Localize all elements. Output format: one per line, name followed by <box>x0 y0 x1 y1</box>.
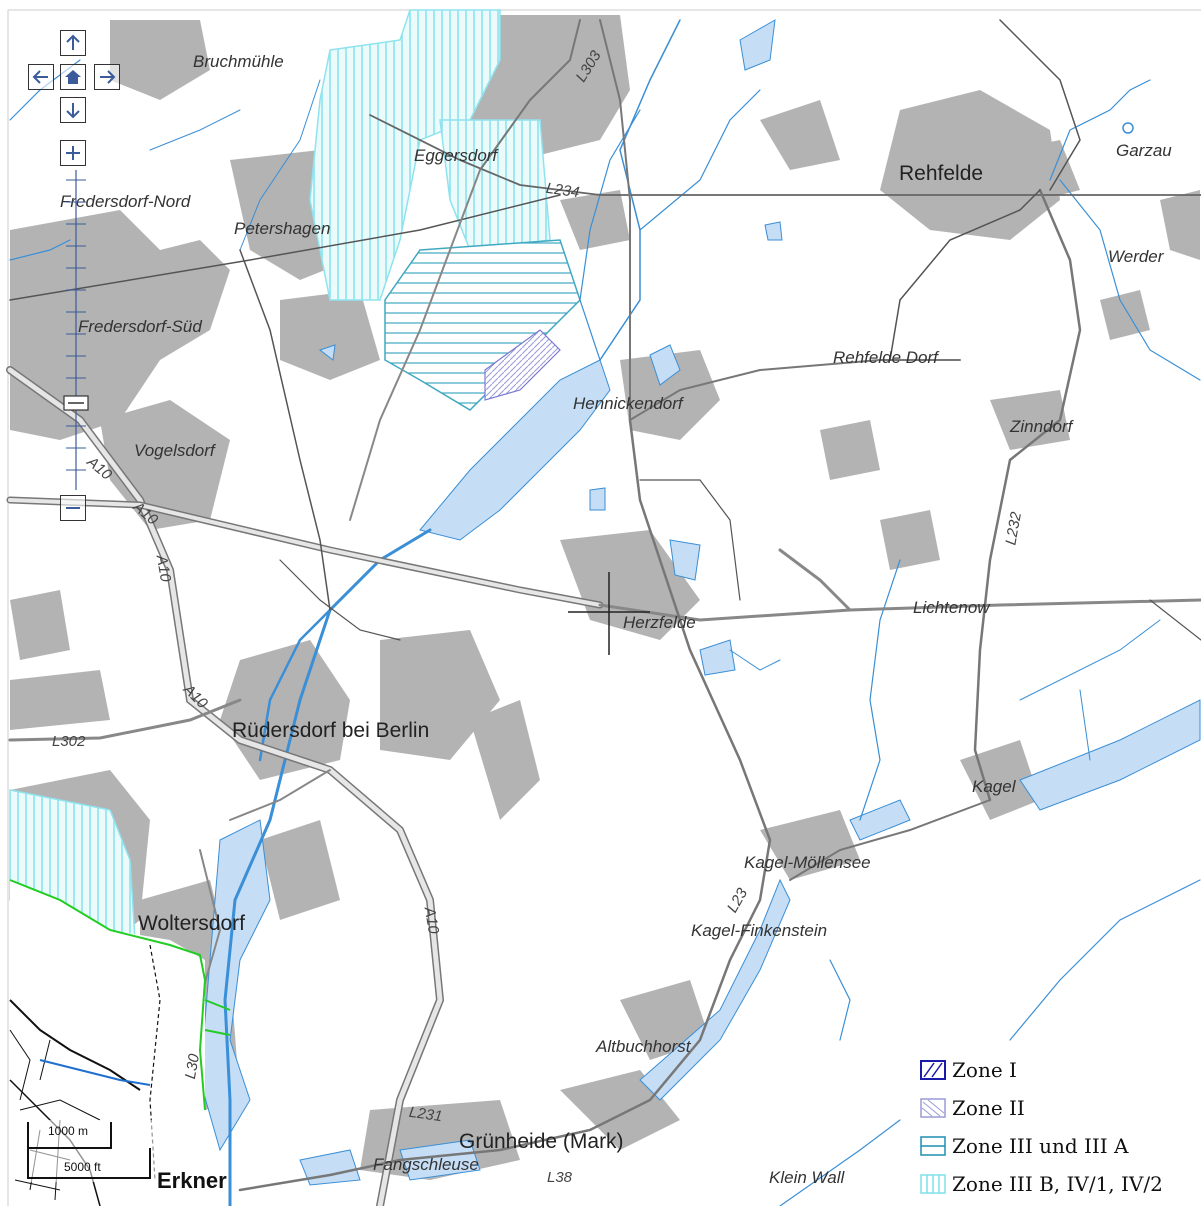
pan-right-button[interactable] <box>94 64 120 90</box>
legend-item-zone-3b: Zone III B, IV/1, IV/2 <box>920 1172 1163 1196</box>
pan-left-button[interactable] <box>28 64 54 90</box>
scale-bar: 1000 m 5000 ft <box>26 1120 156 1187</box>
zoom-in-button[interactable] <box>60 140 86 166</box>
legend: Zone I Zone II Zone III und III A Zone I… <box>917 1053 1201 1206</box>
zoom-out-button[interactable] <box>60 495 86 521</box>
home-icon <box>65 70 81 84</box>
place-label-werder: Werder <box>1108 247 1164 266</box>
pan-up-button[interactable] <box>60 30 86 56</box>
legend-item-zone-3: Zone III und III A <box>920 1134 1129 1158</box>
scale-metric-label: 1000 m <box>48 1124 89 1138</box>
arrow-down-icon <box>66 103 80 119</box>
plus-icon <box>66 146 80 160</box>
legend-item-zone-2: Zone II <box>920 1096 1025 1120</box>
legend-label-zone-3: Zone III und III A <box>952 1134 1129 1158</box>
scale-bar-graphic <box>26 1120 156 1182</box>
place-label-erkner: Erkner <box>157 1168 227 1193</box>
place-label-kagel-moellensee: Kagel-Möllensee <box>744 853 871 872</box>
place-label-fredersdorf-nord: Fredersdorf-Nord <box>60 192 191 211</box>
place-label-klein-wall: Klein Wall <box>769 1168 845 1187</box>
legend-label-zone-2: Zone II <box>952 1096 1025 1120</box>
place-label-zinndorf: Zinndorf <box>1010 417 1073 436</box>
place-label-fangschleuse: Fangschleuse <box>373 1155 479 1174</box>
map-crosshair <box>568 572 650 655</box>
pan-down-button[interactable] <box>60 97 86 123</box>
place-label-kagel: Kagel <box>972 777 1016 796</box>
place-label-ruedersdorf: Rüdersdorf bei Berlin <box>232 719 430 742</box>
place-label-gruenheide: Grünheide (Mark) <box>459 1130 624 1153</box>
place-label-hennickendorf: Hennickendorf <box>573 394 683 413</box>
place-label-altbuchhorst: Altbuchhorst <box>596 1037 691 1056</box>
road-label-l302: L302 <box>52 733 86 750</box>
place-label-herzfelde: Herzfelde <box>623 613 696 632</box>
place-label-fredersdorf-sued: Fredersdorf-Süd <box>78 317 202 336</box>
garzau-symbol-icon <box>1122 122 1134 134</box>
legend-label-zone-3b: Zone III B, IV/1, IV/2 <box>952 1172 1163 1196</box>
place-label-petershagen: Petershagen <box>234 219 331 238</box>
scale-imperial-label: 5000 ft <box>64 1160 101 1174</box>
place-label-woltersdorf: Woltersdorf <box>138 912 245 935</box>
place-label-bruchmuehle: Bruchmühle <box>193 52 284 71</box>
legend-swatch-zone-2 <box>920 1098 946 1118</box>
minus-icon <box>66 507 80 509</box>
legend-swatch-zone-3b <box>920 1174 946 1194</box>
arrow-left-icon <box>32 70 48 84</box>
place-label-vogelsdorf: Vogelsdorf <box>134 441 215 460</box>
arrow-up-icon <box>66 34 80 50</box>
legend-item-zone-1: Zone I <box>920 1058 1017 1082</box>
legend-label-zone-1: Zone I <box>952 1058 1017 1082</box>
arrow-right-icon <box>100 70 116 84</box>
place-label-rehfelde-dorf: Rehfelde Dorf <box>833 348 938 367</box>
road-label-l38: L38 <box>547 1169 573 1186</box>
place-label-eggersdorf: Eggersdorf <box>414 146 498 165</box>
place-label-kagel-finkenstein: Kagel-Finkenstein <box>691 921 828 940</box>
place-label-rehfelde: Rehfelde <box>899 162 984 185</box>
pan-home-button[interactable] <box>60 64 86 90</box>
legend-swatch-zone-1 <box>920 1060 946 1080</box>
place-label-garzau: Garzau <box>1116 141 1172 160</box>
rivers <box>9 19 1201 1206</box>
place-label-lichtenow: Lichtenow <box>913 598 990 617</box>
zoom-slider[interactable] <box>62 170 90 490</box>
legend-swatch-zone-3 <box>920 1136 946 1156</box>
roads <box>6 19 1201 1206</box>
